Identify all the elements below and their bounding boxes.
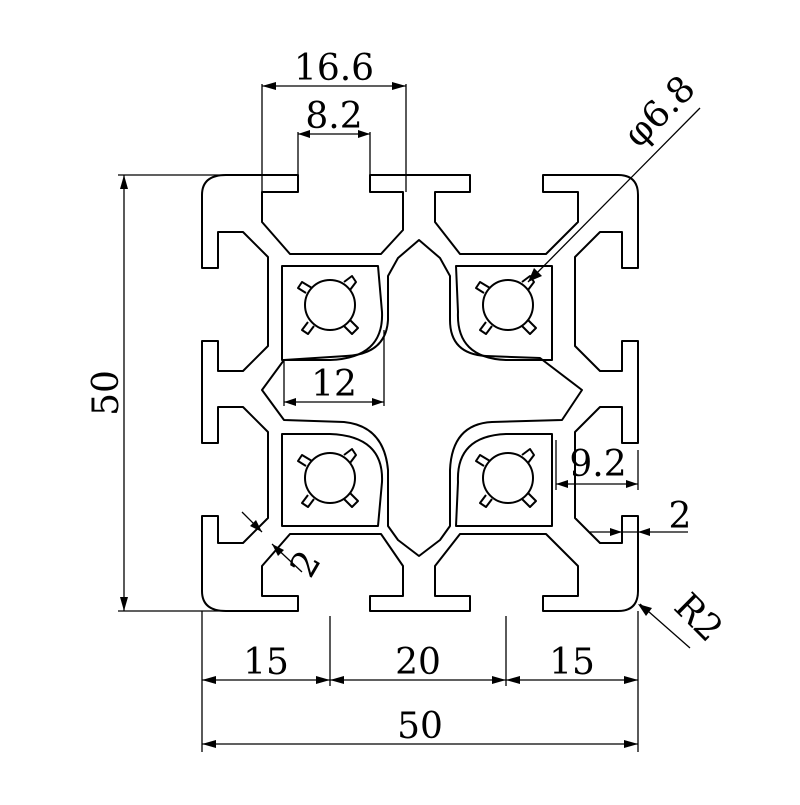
- dimension-wall-thickness: 2: [241, 511, 330, 584]
- dimension-label-corner-radius: R2: [666, 586, 730, 650]
- dimension-overall-height: 50: [86, 174, 226, 612]
- dimension-label-core-width: 12: [311, 364, 357, 405]
- dimension-lip-thickness: 2: [590, 496, 691, 537]
- dimension-label-left-segment: 15: [243, 642, 289, 683]
- dimension-slot-opening: 16.6: [261, 48, 407, 192]
- dimension-corner-radius: R2: [638, 586, 730, 650]
- dimension-label-wall-thickness: 2: [283, 544, 330, 584]
- dimension-label-wall-offset: 9.2: [569, 444, 626, 485]
- dimension-label-overall-height: 50: [86, 370, 127, 416]
- profile-outline: [201, 174, 639, 612]
- dimension-label-middle-segment: 20: [395, 642, 441, 683]
- dimension-wall-offset: 9.2: [555, 440, 639, 490]
- outer-contour: [201, 174, 639, 612]
- central-cavity: [261, 239, 583, 557]
- dimension-label-right-segment: 15: [549, 642, 595, 683]
- dimension-core-width: 12: [283, 330, 385, 406]
- dimension-label-slot-opening: 16.6: [294, 48, 374, 89]
- dimension-slot-neck: 8.2: [297, 96, 371, 175]
- corner-channel-bottom-left: [281, 433, 384, 527]
- dimension-label-hole-diameter: φ6.8: [616, 68, 703, 155]
- dimension-bottom-chain: 15 20 15: [201, 611, 639, 752]
- center-hole-bottom-right: [475, 448, 537, 508]
- center-hole-top-right: [475, 275, 537, 335]
- dimension-label-overall-width: 50: [397, 706, 443, 747]
- center-hole-bottom-left: [297, 448, 359, 508]
- dimension-label-lip-thickness: 2: [669, 496, 692, 537]
- corner-channel-bottom-right: [455, 433, 553, 527]
- center-hole-top-left: [297, 275, 359, 335]
- corner-channel-top-left: [281, 265, 384, 361]
- dimension-overall-width: 50: [202, 706, 638, 748]
- corner-channel-top-right: [455, 265, 553, 361]
- dimension-label-slot-neck: 8.2: [305, 96, 362, 137]
